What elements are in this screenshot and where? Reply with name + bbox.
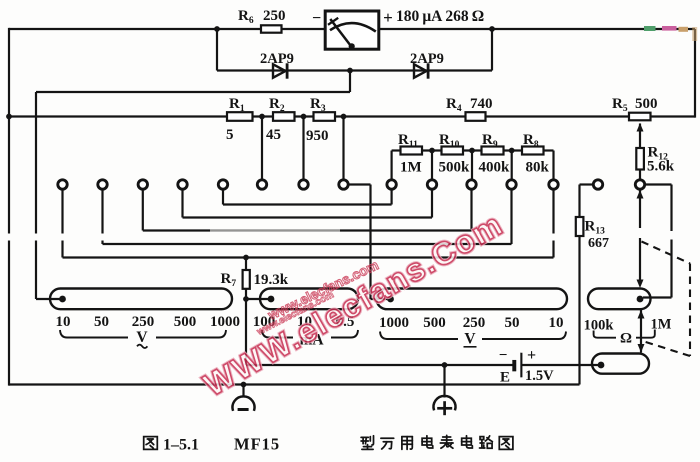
- svg-text:MF15: MF15: [234, 435, 280, 454]
- svg-text:740: 740: [470, 96, 493, 112]
- svg-text:667: 667: [588, 236, 609, 251]
- svg-text:50: 50: [505, 315, 520, 331]
- svg-text:50: 50: [94, 314, 109, 330]
- svg-text:500: 500: [635, 96, 658, 112]
- svg-text:5: 5: [226, 127, 234, 143]
- svg-text:500k: 500k: [439, 160, 471, 176]
- svg-text:100: 100: [253, 314, 276, 330]
- svg-text:V: V: [464, 331, 476, 348]
- svg-text:1.5V: 1.5V: [525, 368, 554, 384]
- svg-text:500: 500: [174, 314, 197, 330]
- svg-text:950: 950: [306, 128, 329, 144]
- svg-text:250: 250: [132, 314, 155, 330]
- svg-text:1M: 1M: [400, 160, 422, 176]
- svg-text:19.3k: 19.3k: [254, 272, 289, 288]
- svg-text:10: 10: [549, 315, 564, 331]
- svg-text:10: 10: [56, 314, 71, 330]
- svg-text:+: +: [383, 8, 393, 27]
- svg-text:400k: 400k: [479, 160, 511, 176]
- svg-text:500: 500: [423, 315, 446, 331]
- svg-text:2AP9: 2AP9: [260, 51, 294, 67]
- svg-text:1000: 1000: [379, 315, 409, 331]
- svg-text:+: +: [527, 347, 536, 364]
- svg-text:E: E: [500, 370, 510, 386]
- svg-text:V: V: [136, 329, 148, 346]
- svg-text:1M: 1M: [651, 317, 672, 333]
- svg-text:1–5.1: 1–5.1: [163, 437, 199, 454]
- svg-text:mA: mA: [299, 332, 324, 349]
- svg-text:5.6k: 5.6k: [647, 159, 675, 175]
- svg-text:−: −: [499, 348, 508, 364]
- svg-text:180 μA 268 Ω: 180 μA 268 Ω: [396, 8, 484, 25]
- svg-text:100k: 100k: [584, 318, 615, 334]
- svg-text:45: 45: [266, 127, 281, 143]
- svg-text:Ω: Ω: [620, 331, 632, 347]
- svg-text:2AP9: 2AP9: [410, 51, 444, 67]
- svg-text:250: 250: [263, 8, 286, 24]
- svg-text:−: −: [312, 10, 321, 27]
- svg-text:0.5: 0.5: [336, 314, 355, 330]
- svg-text:1000: 1000: [210, 314, 240, 330]
- svg-text:250: 250: [463, 315, 486, 331]
- svg-text:10: 10: [297, 314, 312, 330]
- svg-text:80k: 80k: [526, 160, 550, 176]
